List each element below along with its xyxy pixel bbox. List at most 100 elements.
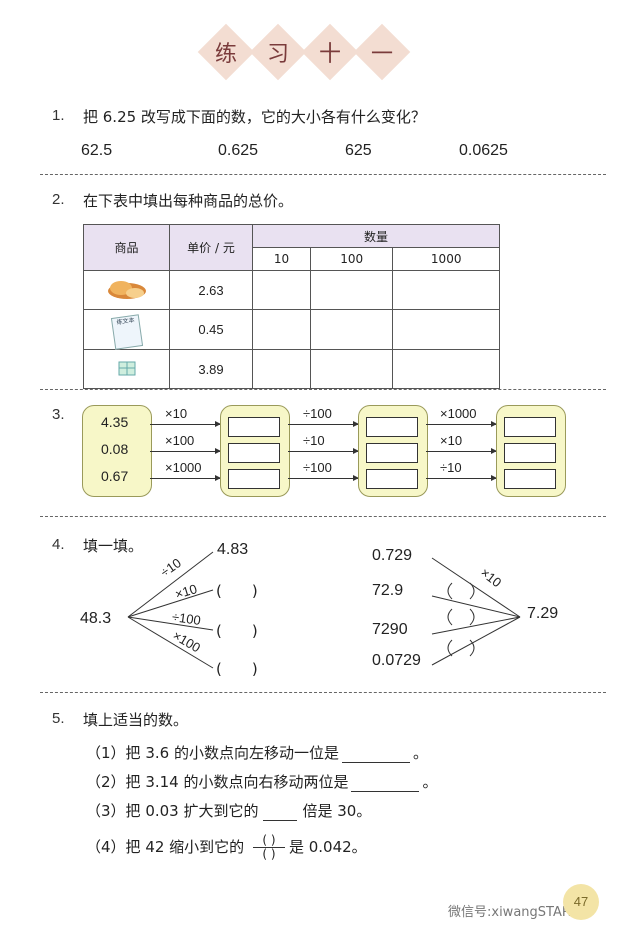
question-number: 2. xyxy=(52,191,65,208)
title-char: 习 xyxy=(266,42,289,67)
qty-col: 10 xyxy=(251,247,312,271)
sub-text-end: 。 xyxy=(412,744,428,762)
answer-box[interactable] xyxy=(366,443,418,463)
table-row: 2.63 xyxy=(83,270,500,310)
q1-value: 62.5 xyxy=(81,142,113,159)
start-value: 4.35 xyxy=(101,414,129,430)
sub-question: （4）把 42 缩小到它的 ( )( )是 0.042。 xyxy=(86,834,367,861)
answer-cell[interactable] xyxy=(251,349,312,389)
arrow xyxy=(288,421,359,427)
question-number: 5. xyxy=(52,710,65,727)
arrow xyxy=(426,475,497,481)
answer-box[interactable] xyxy=(504,417,556,437)
question-number: 3. xyxy=(52,406,65,423)
question-text: 填上适当的数。 xyxy=(83,711,189,729)
operation-label: ×10 xyxy=(165,406,188,421)
question-text: 填一填。 xyxy=(83,537,144,555)
answer-box[interactable] xyxy=(504,443,556,463)
right-value: 72.9 xyxy=(372,582,404,599)
start-value: 0.08 xyxy=(101,441,129,457)
answer-blank[interactable]: ( ) xyxy=(216,660,258,678)
section-divider xyxy=(40,389,606,390)
answer-cell[interactable] xyxy=(310,309,394,350)
watermark: 微信号:xiwangSTAR xyxy=(448,905,571,920)
arrow xyxy=(426,448,497,454)
operation-label: ÷10 xyxy=(303,433,325,448)
sub-label: （1） xyxy=(86,744,126,762)
operation-label: ×1000 xyxy=(440,406,477,421)
operation-label: ÷100 xyxy=(303,406,332,421)
arrow xyxy=(150,421,221,427)
answer-blank[interactable] xyxy=(351,773,420,792)
q1-value: 0.0625 xyxy=(459,142,508,159)
unit-price: 0.45 xyxy=(169,309,253,350)
arrow xyxy=(150,448,221,454)
sub-question: （2）把 3.14 的小数点向右移动两位是 。 xyxy=(86,771,438,792)
fraction-blank[interactable]: ( )( ) xyxy=(252,834,285,861)
price-table: 商品 单价 / 元 数量 10 100 1000 2.63 练文本 0.45 xyxy=(83,224,500,389)
right-value: 0.729 xyxy=(372,547,413,564)
center-value: 7.29 xyxy=(527,605,559,622)
answer-box[interactable] xyxy=(228,417,280,437)
sub-text-end: 。 xyxy=(422,773,438,791)
qty-col: 1000 xyxy=(392,247,500,271)
question-text: 把 6.25 改写成下面的数，它的大小各有什么变化？ xyxy=(83,108,426,126)
result-value: 4.83 xyxy=(217,541,249,558)
sub-question: （3）把 0.03 扩大到它的 倍是 30。 xyxy=(86,800,371,821)
answer-cell[interactable] xyxy=(392,270,500,310)
answer-blank[interactable] xyxy=(341,744,410,763)
sub-label: （4） xyxy=(86,838,126,856)
q1-value: 0.625 xyxy=(218,142,259,159)
sub-text-end: 倍是 30。 xyxy=(302,802,372,820)
answer-cell[interactable] xyxy=(392,349,500,389)
question-number: 4. xyxy=(52,536,65,553)
unit-price: 2.63 xyxy=(169,270,253,310)
sub-label: （2） xyxy=(86,773,126,791)
title-char: 练 xyxy=(214,42,237,67)
question-number: 1. xyxy=(52,107,65,124)
sub-text: 把 3.14 的小数点向右移动两位是 xyxy=(125,773,349,791)
page-number: 47 xyxy=(563,884,599,920)
answer-blank[interactable]: ( ) xyxy=(216,622,258,640)
answer-box[interactable] xyxy=(228,443,280,463)
operation-label: ×1000 xyxy=(165,460,202,475)
operation-label: ×10 xyxy=(440,433,463,448)
q1-value: 625 xyxy=(345,142,372,159)
unit-price: 3.89 xyxy=(169,349,253,389)
table-row: 3.89 xyxy=(83,349,500,389)
arrow xyxy=(288,448,359,454)
arrow xyxy=(426,421,497,427)
operation-label: ÷100 xyxy=(303,460,332,475)
arrow xyxy=(150,475,221,481)
sub-text-end: 是 0.042。 xyxy=(288,838,367,856)
answer-cell[interactable] xyxy=(310,349,394,389)
answer-blank[interactable] xyxy=(263,802,298,821)
gift-icon xyxy=(83,349,170,389)
answer-cell[interactable] xyxy=(251,270,312,310)
title-char: 十 xyxy=(318,42,341,67)
section-divider xyxy=(40,174,606,175)
sub-question: （1）把 3.6 的小数点向左移动一位是 。 xyxy=(86,742,428,763)
answer-box[interactable] xyxy=(228,469,280,489)
sub-text: 把 3.6 的小数点向左移动一位是 xyxy=(125,744,339,762)
answer-box[interactable] xyxy=(366,469,418,489)
right-value: 7290 xyxy=(372,621,408,638)
bread-icon xyxy=(83,270,170,310)
answer-box[interactable] xyxy=(366,417,418,437)
sub-text: 把 0.03 扩大到它的 xyxy=(125,802,259,820)
sub-text: 把 42 缩小到它的 xyxy=(125,838,245,856)
operation-label: ×100 xyxy=(165,433,195,448)
title-char: 一 xyxy=(370,42,393,67)
page-title: 练 习 十 一 xyxy=(197,23,428,81)
start-value: 0.67 xyxy=(101,468,129,484)
table-row: 练文本 0.45 xyxy=(83,309,500,350)
question-text: 在下表中填出每种商品的总价。 xyxy=(83,192,294,210)
answer-blank[interactable]: ( ) xyxy=(216,582,258,600)
answer-cell[interactable] xyxy=(310,270,394,310)
arrow xyxy=(288,475,359,481)
center-value: 48.3 xyxy=(80,610,112,627)
header-price: 单价 / 元 xyxy=(169,224,253,271)
section-divider xyxy=(40,516,606,517)
answer-box[interactable] xyxy=(504,469,556,489)
